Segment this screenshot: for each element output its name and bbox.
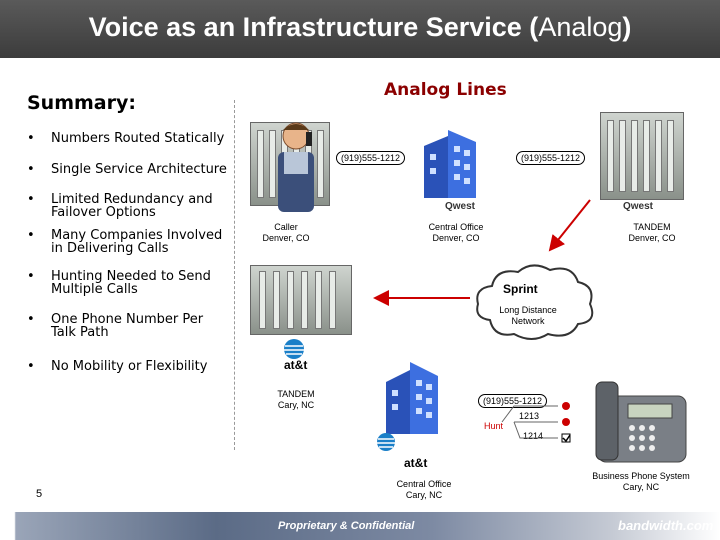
footer-confidential: Proprietary & Confidential: [278, 520, 415, 532]
title-bar: Voice as an Infrastructure Service (Anal…: [0, 0, 720, 58]
title-close: ): [622, 12, 632, 42]
hunt-label: Hunt: [484, 421, 504, 431]
central-office-cary-icon: [386, 362, 438, 434]
business-phone-label: Business Phone System Cary, NC: [592, 471, 690, 492]
bullet: •: [27, 312, 35, 327]
caller-person-icon: [278, 122, 314, 212]
tandem-denver-image: [600, 112, 684, 200]
bullet: •: [27, 228, 35, 243]
long-distance-cloud-icon: [476, 264, 594, 340]
diagram-heading: Analog Lines: [384, 80, 507, 100]
summary-item-text: One Phone Number Per Talk Path: [51, 312, 204, 340]
busy-icon: [562, 418, 570, 426]
tandem-cary-label: TANDEM Cary, NC: [277, 389, 315, 410]
qwest-logo: Qwest: [623, 201, 654, 212]
att-logo: at&t: [404, 456, 428, 470]
bullet: •: [27, 359, 35, 374]
hunt-lines: [501, 402, 571, 443]
bandwidth-logo: bandwidth.com: [618, 518, 714, 533]
divider: [234, 100, 235, 450]
arrow-tandem-to-ld: [548, 199, 591, 252]
att-logo: at&t: [284, 358, 308, 372]
slide-title: Voice as an Infrastructure Service (Anal…: [0, 12, 720, 43]
extension-1214: 1214: [523, 431, 544, 441]
qwest-logo: Qwest: [445, 201, 476, 212]
caller-label: Caller Denver, CO: [262, 222, 310, 243]
sprint-logo: Sprint: [503, 282, 538, 296]
summary-item-text: Many Companies Involved in Delivering Ca…: [51, 228, 223, 256]
busy-icon: [562, 402, 570, 410]
bullet: •: [27, 162, 35, 177]
phone-number-right: (919)555-1212: [516, 151, 586, 165]
central-office-denver-icon: [424, 130, 476, 198]
summary-item-text: Limited Redundancy and Failover Options: [51, 192, 213, 220]
long-distance-label: Long Distance Network: [499, 305, 557, 326]
title-light: Analog: [538, 12, 623, 42]
att-globe-icon: [377, 433, 395, 451]
att-globe-icon: [284, 339, 304, 359]
summary-item-text: No Mobility or Flexibility: [51, 359, 208, 374]
page-number: 5: [36, 488, 43, 500]
bullet: •: [27, 131, 35, 146]
summary-item-text: Single Service Architecture: [51, 162, 227, 177]
summary-heading: Summary:: [27, 92, 136, 114]
phone-number-left: (919)555-1212: [336, 151, 406, 165]
summary-item-text: Hunting Needed to Send Multiple Calls: [51, 269, 211, 297]
bullet: •: [27, 269, 35, 284]
footer-bar: [0, 512, 720, 540]
extension-1213: 1213: [519, 411, 540, 421]
bullet: •: [27, 192, 35, 207]
summary-item-text: Numbers Routed Statically: [51, 131, 225, 146]
co-denver-label: Central Office Denver, CO: [428, 222, 484, 243]
tandem-denver-label: TANDEM Denver, CO: [628, 222, 676, 243]
business-phone-icon: [595, 381, 687, 463]
title-main: Voice as an Infrastructure Service (: [88, 12, 539, 42]
co-cary-label: Central Office Cary, NC: [396, 479, 452, 500]
tandem-cary-image: [250, 265, 352, 335]
